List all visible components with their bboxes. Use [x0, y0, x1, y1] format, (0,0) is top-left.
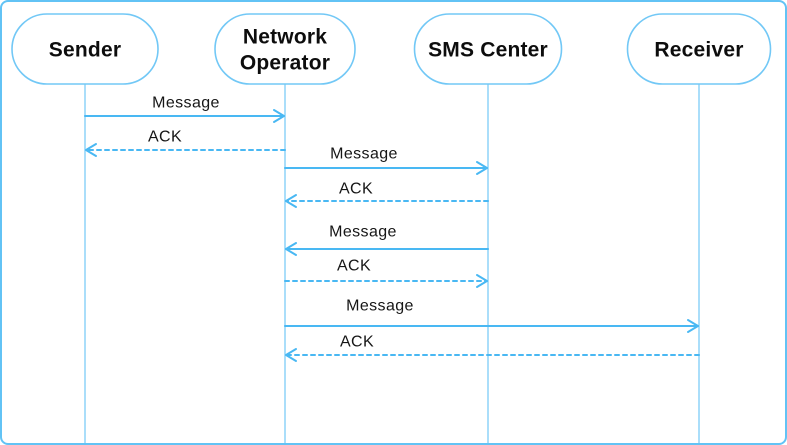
- node-label-sms-center: SMS Center: [428, 38, 548, 61]
- message-label-5: ACK: [337, 258, 371, 275]
- node-pill-receiver: [626, 13, 772, 85]
- arrowhead-icon: [273, 109, 285, 123]
- message-label-1: ACK: [148, 129, 182, 146]
- node-label-network-operator: Network: [243, 25, 327, 48]
- message-label-7: ACK: [340, 334, 374, 351]
- node-sms-center: SMS Center: [413, 13, 563, 85]
- arrowhead-icon: [85, 143, 97, 157]
- node-receiver: Receiver: [626, 13, 772, 85]
- message-label-0: Message: [152, 95, 220, 112]
- message-label-2: Message: [330, 146, 398, 163]
- arrowhead-icon: [476, 274, 488, 288]
- arrowhead-icon: [285, 194, 297, 208]
- arrowhead-icon: [687, 319, 699, 333]
- node-pill-sms-center: [413, 13, 563, 85]
- arrowhead-icon: [285, 348, 297, 362]
- node-label-sender: Sender: [49, 38, 121, 61]
- node-sender: Sender: [11, 13, 159, 85]
- node-pill-sender: [11, 13, 159, 85]
- node-pill-network-operator: [214, 13, 356, 85]
- arrowhead-icon: [476, 161, 488, 175]
- node-label-receiver: Receiver: [654, 38, 743, 61]
- message-label-6: Message: [346, 298, 414, 315]
- node-label-network-operator: Operator: [240, 51, 330, 74]
- arrowhead-icon: [285, 242, 297, 256]
- message-label-3: ACK: [339, 181, 373, 198]
- message-label-4: Message: [329, 224, 397, 241]
